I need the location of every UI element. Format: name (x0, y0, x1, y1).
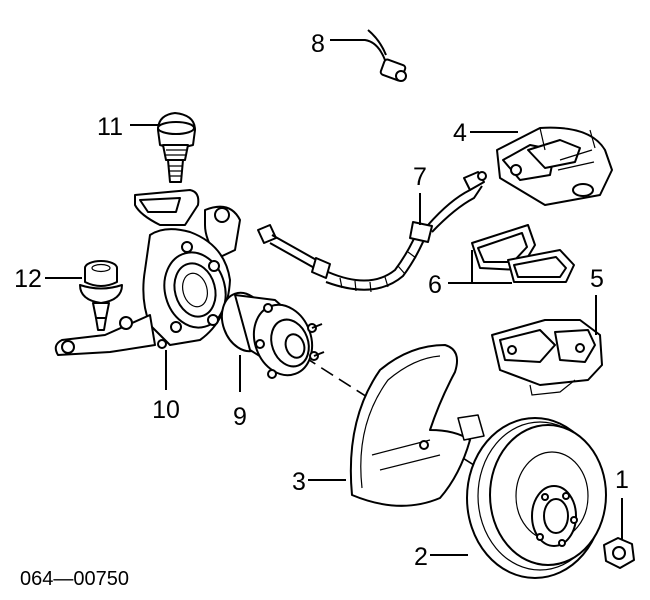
part-11-upper-ball-joint[interactable] (157, 112, 196, 183)
part-12-lower-ball-joint[interactable] (79, 260, 123, 331)
part-2-rotor[interactable] (466, 417, 607, 579)
callout-1: 1 (615, 466, 629, 494)
callout-labels: 1 2 3 4 5 6 7 8 9 10 11 12 (14, 30, 629, 571)
part-4-caliper[interactable] (496, 126, 613, 206)
callout-3: 3 (292, 468, 306, 496)
part-1-lug-nut[interactable] (603, 537, 635, 569)
part-5-caliper-bracket[interactable] (491, 319, 603, 396)
part-6-brake-pads[interactable] (471, 224, 575, 283)
part-10-steering-knuckle[interactable] (54, 189, 241, 356)
leader-6 (448, 250, 512, 284)
part-9-hub-bearing[interactable] (214, 286, 325, 383)
callout-4: 4 (453, 119, 467, 147)
callout-2: 2 (414, 543, 428, 571)
callout-11: 11 (97, 113, 123, 141)
callout-10: 10 (152, 396, 180, 424)
drawing-code: 064—00750 (20, 568, 129, 590)
callout-12: 12 (14, 265, 42, 293)
callout-9: 9 (233, 403, 247, 431)
part-8-hose-bracket[interactable] (330, 29, 407, 82)
callout-6: 6 (428, 271, 442, 299)
leader-lines (45, 124, 623, 556)
part-7-brake-hose[interactable] (257, 171, 487, 293)
part-3-splash-shield[interactable] (349, 344, 485, 507)
callout-5: 5 (590, 265, 604, 293)
callout-8: 8 (311, 30, 325, 58)
callout-7: 7 (413, 163, 427, 191)
